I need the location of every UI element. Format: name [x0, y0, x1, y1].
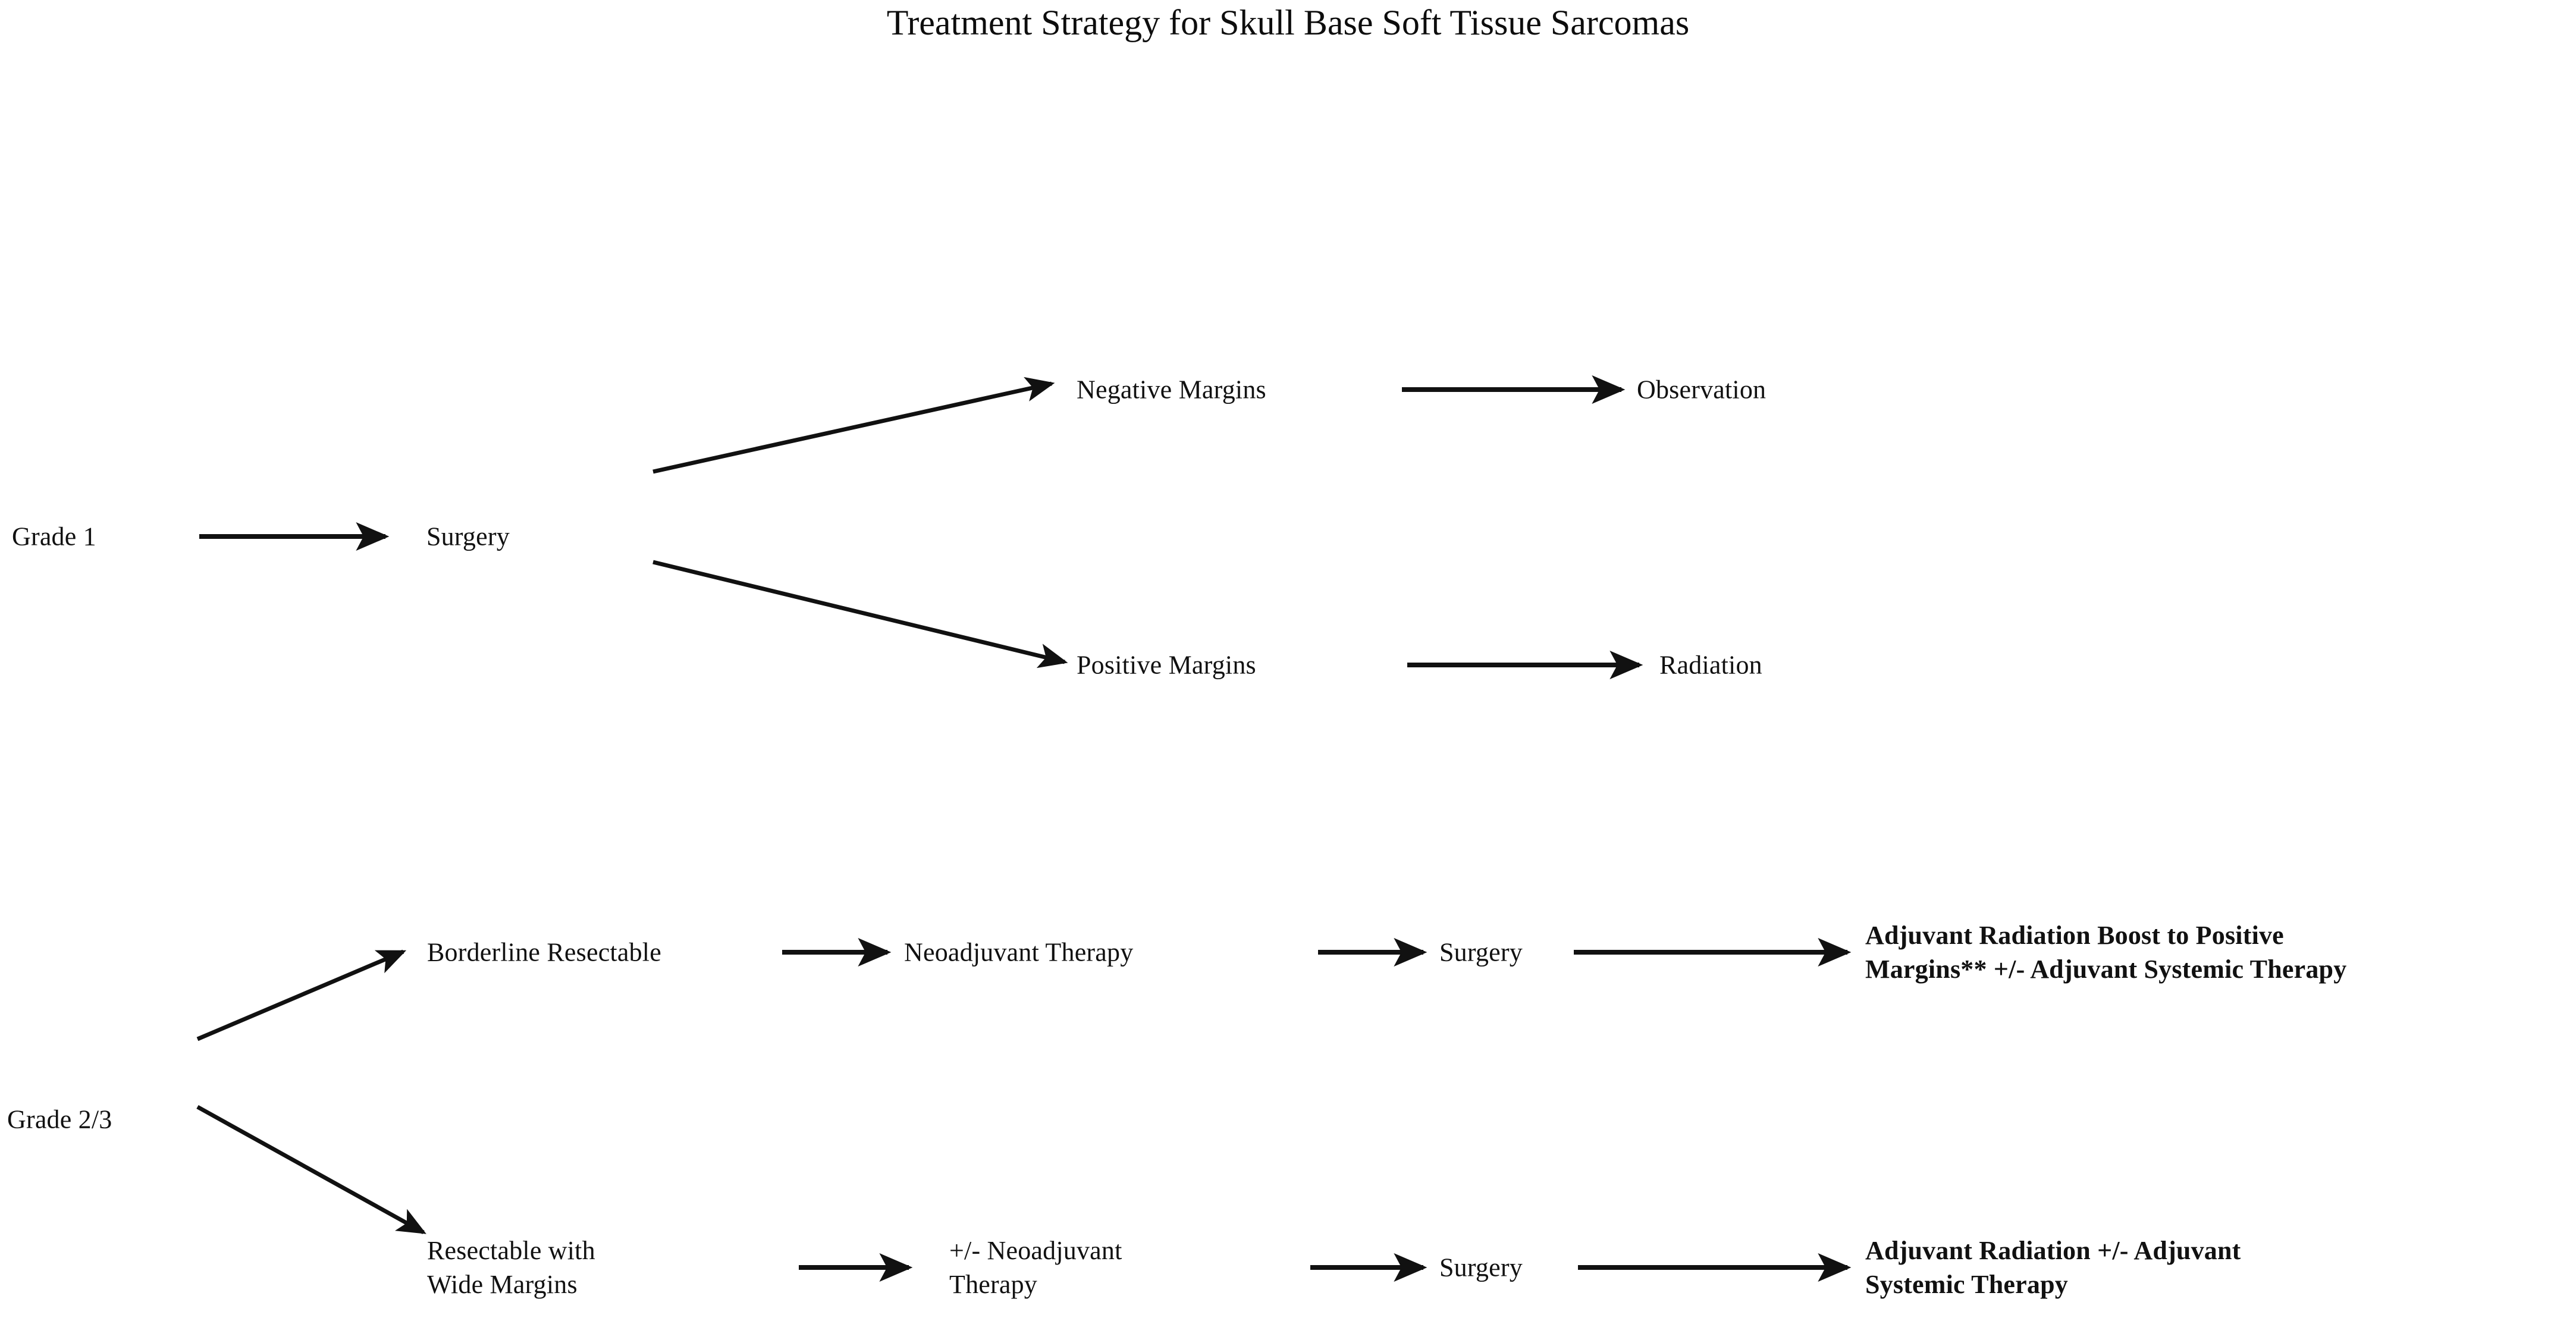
edges-group: [196, 375, 1852, 1282]
edge-surgery-to-positive-margins: [652, 560, 1068, 669]
node-resectable-with-wide-margins: Resectable with Wide Margins: [427, 1235, 595, 1299]
edge-surgery-to-negative-margins: [652, 376, 1055, 474]
node-optional-neoadjuvant-therapy: +/- Neoadjuvant Therapy: [949, 1235, 1122, 1299]
node-adjuvant-radiation: Adjuvant Radiation +/- Adjuvant Systemic…: [1865, 1235, 2241, 1299]
node-grade-1: Grade 1: [12, 522, 96, 551]
node-neoadjuvant-therapy: Neoadjuvant Therapy: [904, 937, 1134, 967]
node-observation: Observation: [1637, 375, 1767, 404]
node-adjuvant-radiation-boost: Adjuvant Radiation Boost to Positive Mar…: [1865, 920, 2347, 984]
edge-grade23-to-resectable-wide: [196, 1104, 426, 1235]
node-surgery-grade-1: Surgery: [426, 522, 510, 551]
node-surgery-grade-2-3-bottom: Surgery: [1439, 1253, 1523, 1282]
node-grade-2-3: Grade 2/3: [7, 1104, 112, 1134]
page-title: Treatment Strategy for Skull Base Soft T…: [886, 3, 1690, 42]
node-positive-margins: Positive Margins: [1077, 650, 1256, 680]
edge-grade23-to-borderline: [196, 949, 407, 1041]
node-borderline-resectable: Borderline Resectable: [427, 937, 661, 967]
node-negative-margins: Negative Margins: [1077, 375, 1266, 404]
node-surgery-grade-2-3-top: Surgery: [1439, 937, 1523, 967]
node-radiation: Radiation: [1659, 650, 1762, 680]
